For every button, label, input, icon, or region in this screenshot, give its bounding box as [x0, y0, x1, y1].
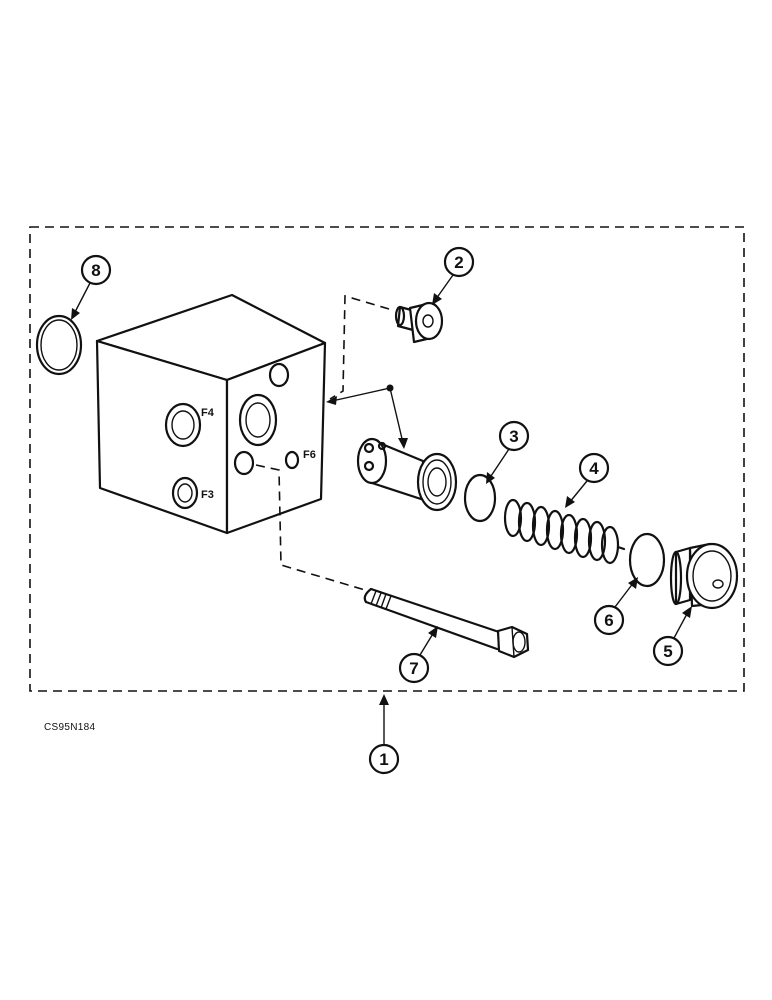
drawing-code-label: CS95N184	[44, 722, 96, 733]
assembly-boundary	[29, 226, 745, 692]
plug-part-2	[394, 301, 444, 344]
port-label-f4: F4	[201, 407, 215, 419]
svg-text:5: 5	[663, 642, 672, 661]
o-ring-part-6	[628, 532, 666, 588]
callout-1: 1	[368, 694, 400, 775]
callout-6: 6	[593, 577, 638, 636]
svg-text:8: 8	[91, 261, 100, 280]
svg-text:1: 1	[379, 750, 388, 769]
cap-part-5	[669, 542, 739, 610]
snap-ring-part-3	[463, 473, 497, 523]
valve-block	[95, 293, 327, 535]
callout-2: 2	[432, 246, 475, 305]
spool	[356, 437, 458, 512]
spring-part-4	[503, 498, 626, 565]
svg-text:3: 3	[509, 427, 518, 446]
callout-7: 7	[398, 626, 438, 684]
svg-text:4: 4	[589, 459, 599, 478]
callout-4: 4	[565, 452, 610, 508]
callout-3: 3	[486, 420, 530, 484]
bolt-part-7	[363, 587, 530, 659]
callout-5: 5	[652, 606, 692, 667]
callout-8: 8	[71, 254, 112, 320]
svg-text:2: 2	[454, 253, 463, 272]
port-label-f6: F6	[303, 449, 316, 461]
svg-text:7: 7	[409, 659, 418, 678]
o-ring-part-8	[35, 314, 83, 376]
svg-text:6: 6	[604, 611, 613, 630]
port-label-f3: F3	[201, 489, 214, 501]
